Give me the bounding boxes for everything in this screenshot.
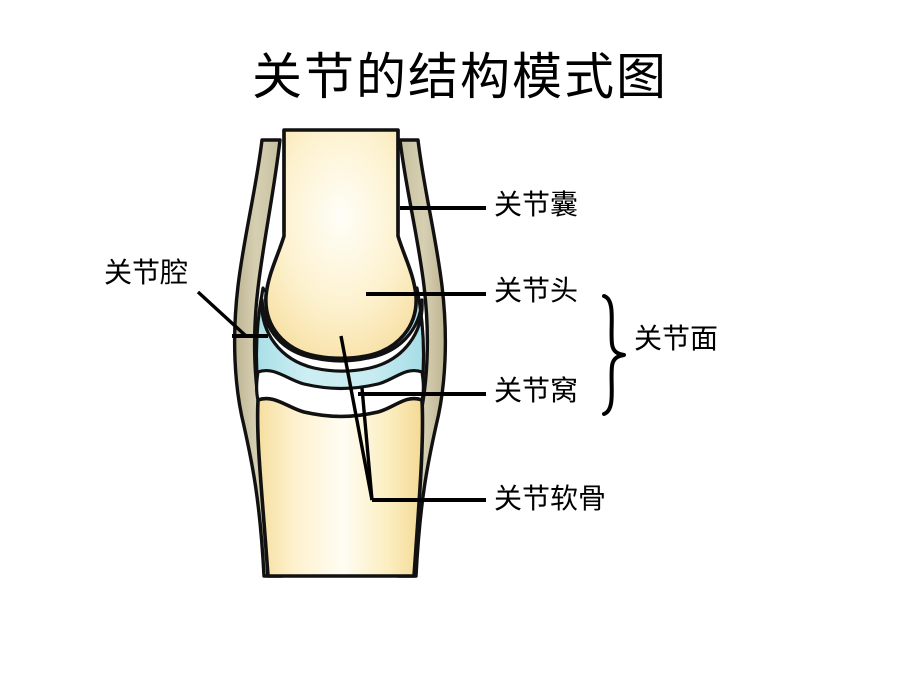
cartilage-upper-band	[260, 298, 424, 373]
label-joint-head: 关节头	[494, 276, 579, 307]
upper-bone	[264, 128, 418, 361]
label-joint-cavity: 关节腔	[104, 258, 189, 289]
page-title: 关节的结构模式图	[252, 49, 668, 105]
label-articular-surface: 关节面	[634, 324, 719, 355]
brace-glyph	[602, 294, 626, 416]
leader-cavity-diagonal	[196, 290, 248, 338]
upper-bone-body	[264, 128, 418, 361]
label-joint-socket: 关节窝	[494, 376, 579, 407]
leader-lines	[196, 206, 486, 502]
label-articular-cartilage: 关节软骨	[494, 484, 607, 515]
label-joint-capsule: 关节囊	[494, 190, 579, 221]
leader-cartilage-to-upper	[339, 335, 374, 501]
articular-surface-brace	[602, 294, 626, 416]
leader-cartilage-to-lower	[360, 387, 374, 501]
articular-cartilage-upper	[260, 298, 424, 373]
lower-bone	[255, 396, 425, 578]
lower-bone-body	[255, 396, 425, 578]
